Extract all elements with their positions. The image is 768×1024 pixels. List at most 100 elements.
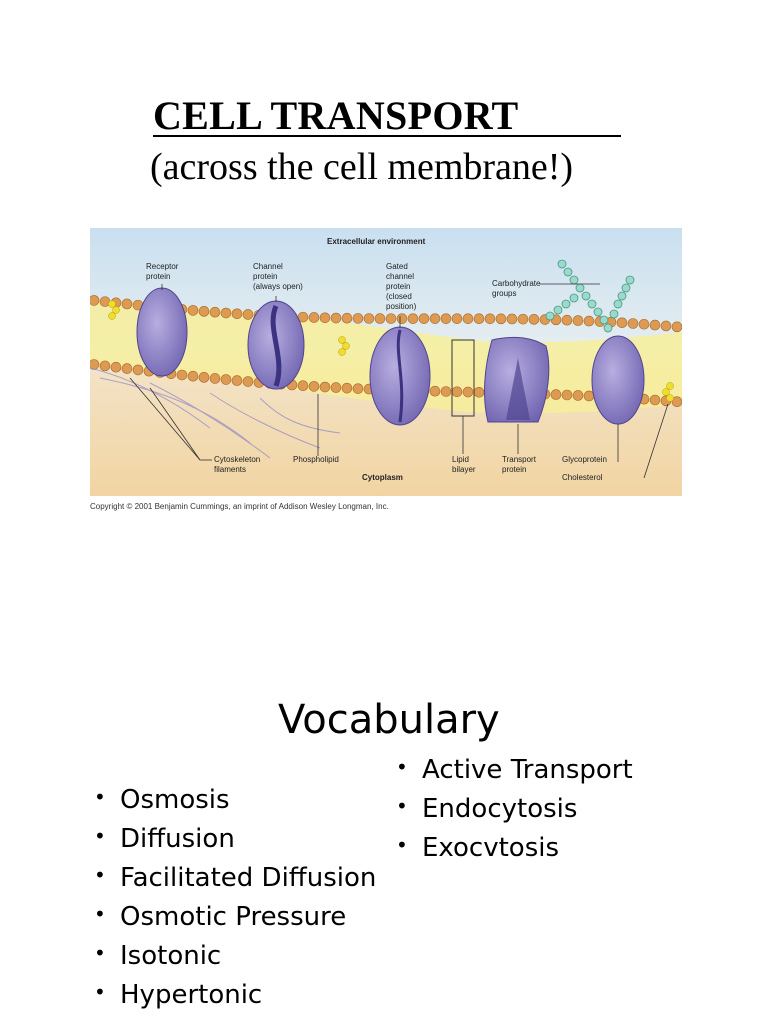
svg-text:Lipid: Lipid [452,455,469,464]
phospholipid-head [418,313,430,324]
phospholipid-head [99,360,111,372]
svg-text:channel: channel [386,272,414,281]
phospholipid-head [473,313,485,325]
phospholipid-head [440,313,452,324]
vocab-item: Exocvtosis [392,829,652,864]
heading-extracellular: Extracellular environment [327,237,426,246]
phospholipid-head [517,313,529,325]
phospholipid-head [319,312,331,324]
phospholipid-head [561,314,573,326]
phospholipid-head [572,390,584,401]
phospholipid-head [297,380,309,392]
cytoskeleton-filaments [90,367,341,459]
phospholipid-head [90,295,100,306]
phospholipid-head [220,374,232,385]
svg-text:(always open): (always open) [253,282,303,291]
svg-text:protein: protein [253,272,277,281]
membrane-proteins [136,287,645,426]
cholesterol-molecules [108,300,674,402]
phospholipid-head [319,381,331,393]
svg-text:protein: protein [386,282,410,291]
svg-text:bilayer: bilayer [452,465,476,474]
svg-text:filaments: filaments [214,465,246,474]
cell-membrane-diagram: Extracellular environment Receptor prote… [90,228,682,496]
phospholipid-head [429,385,441,397]
phospholipid-head [330,382,342,393]
vocab-item: Hypertonic [90,976,390,1011]
phospholipid-head [451,386,463,398]
phospholipid-head [242,376,254,387]
figure-copyright: Copyright © 2001 Benjamin Cummings, an i… [90,502,389,511]
svg-text:Transport: Transport [502,455,537,464]
phospholipid-head [649,319,661,331]
phospholipid-head [363,313,375,324]
phospholipid-head [649,394,661,406]
phospholipid-head [308,381,320,392]
phospholipid-head [484,313,496,325]
phospholipid-head [396,313,408,324]
phospholipid-head [495,313,507,325]
phospholipid-head [330,312,342,324]
phospholipid-head [352,383,364,394]
svg-text:(closed: (closed [386,292,412,301]
phospholipid-head [616,317,628,329]
leader-lines [129,283,669,479]
svg-text:Carbohydrate: Carbohydrate [492,279,541,288]
phospholipid-head [583,315,595,327]
phospholipid-head [506,313,518,325]
phospholipid-head [341,382,353,394]
vocab-item: Facilitated Diffusion [90,859,390,894]
phospholipid-head [176,369,188,381]
vocab-item: Osmotic Pressure [90,898,390,933]
phospholipid-head [209,373,221,384]
phospholipid-head [198,306,210,317]
vocabulary-list-left: Osmosis Diffusion Facilitated Diffusion … [90,781,390,1018]
phospholipid-head [462,386,474,398]
phospholipid-head [242,309,254,320]
phospholipid-head [341,312,353,324]
glycoprotein-shape [591,335,645,425]
phospholipid-head [132,364,144,376]
phospholipid-head [473,387,485,398]
carbohydrate-groups [545,259,635,333]
svg-text:Receptor: Receptor [146,262,179,271]
phospholipid-head [374,313,386,324]
phospholipid-heads [90,295,682,408]
slide-title: CELL TRANSPORT [153,93,519,138]
phospholipid-head [231,308,243,320]
phospholipid-head [187,305,199,316]
phospholipid-head [407,313,419,324]
phospholipid-head [209,306,221,318]
phospholipid-head [110,361,122,373]
phospholipid-head [198,372,210,383]
svg-text:protein: protein [502,465,526,474]
vocab-item: Diffusion [90,820,390,855]
vocabulary-list-right: Active Transport Endocytosis Exocvtosis [392,751,652,871]
phospholipid-head [121,363,133,374]
svg-text:Glycoprotein: Glycoprotein [562,455,607,464]
svg-text:Gated: Gated [386,262,408,271]
vocabulary-heading: Vocabulary [278,697,500,743]
phospholipid-head [429,313,441,324]
phospholipid-head [385,313,397,324]
vocab-item: Endocytosis [392,790,652,825]
phospholipid-head [550,389,562,400]
svg-text:groups: groups [492,289,516,298]
phospholipid-head [121,298,133,310]
svg-text:Channel: Channel [253,262,283,271]
phospholipid-head [572,315,584,326]
heading-cytoplasm: Cytoplasm [362,473,403,482]
phospholipid-head [671,396,682,408]
phospholipid-head [308,312,320,323]
phospholipid-head [187,370,199,382]
phospholipid-head [671,321,682,333]
phospholipid-head [638,318,650,330]
svg-text:Phospholipid: Phospholipid [293,455,339,464]
phospholipid-head [220,307,232,319]
phospholipid-head [561,389,573,401]
svg-text:position): position) [386,302,417,311]
phospholipid-head [462,313,474,324]
phospholipid-head [352,313,364,324]
phospholipid-head [451,313,463,324]
phospholipid-head [660,320,672,332]
